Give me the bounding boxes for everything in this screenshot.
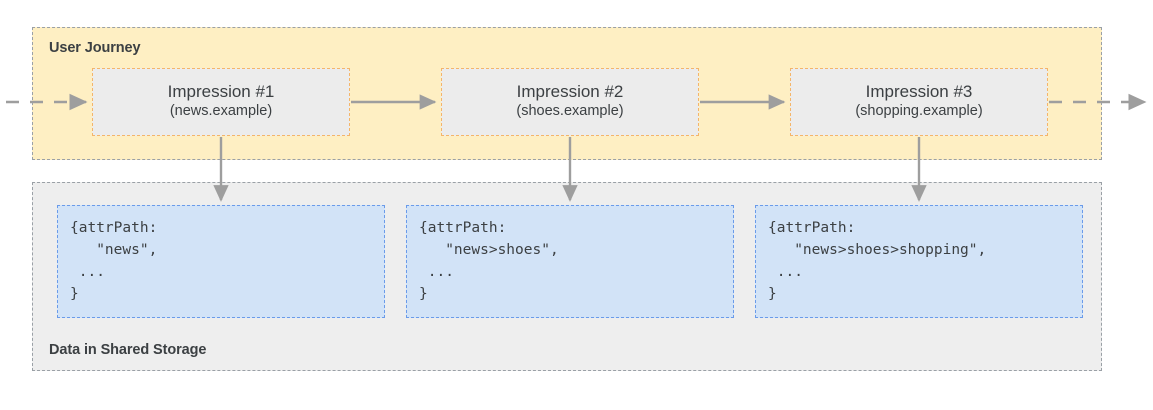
data-record-2-line-4: } (419, 286, 428, 303)
data-record-3-line-3: ... (768, 264, 803, 281)
impression-3-site: (shopping.example) (855, 103, 983, 120)
impression-1-title: Impression #1 (167, 82, 275, 102)
impression-2-title: Impression #2 (516, 82, 624, 102)
shared-storage-title: Data in Shared Storage (49, 342, 207, 358)
impression-1-site: (news.example) (169, 103, 273, 120)
data-record-1-line-2: "news", (70, 242, 158, 259)
data-record-box-2: {attrPath: "news>shoes", ... } (406, 205, 734, 318)
data-record-3-line-1: {attrPath: (768, 220, 856, 236)
data-record-1-line-4: } (70, 286, 79, 303)
data-record-2-line-2: "news>shoes", (419, 242, 559, 259)
data-record-1-line-3: ... (70, 264, 105, 281)
data-record-box-3: {attrPath: "news>shoes>shopping", ... } (755, 205, 1083, 318)
data-record-3-line-4: } (768, 286, 777, 303)
impression-box-3: Impression #3 (shopping.example) (790, 68, 1048, 136)
impression-2-site: (shoes.example) (516, 103, 624, 120)
data-record-3-line-2: "news>shoes>shopping", (768, 242, 987, 259)
data-record-2-line-1: {attrPath: (419, 220, 507, 236)
impression-3-title: Impression #3 (865, 82, 973, 102)
impression-box-2: Impression #2 (shoes.example) (441, 68, 699, 136)
data-record-box-1: {attrPath: "news", ... } (57, 205, 385, 318)
data-record-1-line-1: {attrPath: (70, 220, 158, 236)
user-journey-title: User Journey (49, 40, 141, 56)
data-record-2-line-3: ... (419, 264, 454, 281)
impression-box-1: Impression #1 (news.example) (92, 68, 350, 136)
